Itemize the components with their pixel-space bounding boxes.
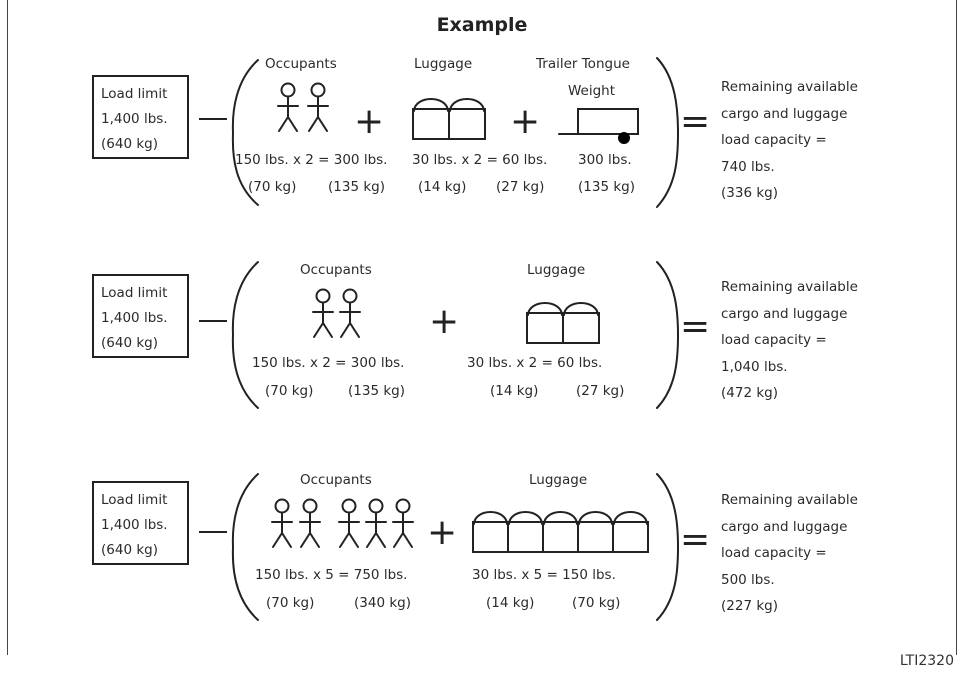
suitcase-icon	[542, 511, 579, 553]
result-value-lbs: 1,040 lbs.	[721, 358, 788, 375]
person-icon	[339, 288, 361, 338]
figure-id: LTI2320	[899, 653, 954, 669]
luggage-kg-each-2: (14 kg)	[490, 383, 539, 399]
result-line: Remaining available	[721, 279, 858, 295]
equals-sign-3: =	[680, 519, 711, 560]
right-paren-2	[656, 261, 680, 409]
occupants-header-3: Occupants	[300, 472, 372, 488]
luggage-header-1: Luggage	[414, 56, 473, 72]
diagram-title: Example	[436, 14, 528, 36]
result-line: cargo and luggage	[721, 105, 848, 122]
load-limit-kg: (640 kg)	[101, 136, 158, 152]
minus-sign-2	[199, 320, 227, 322]
occupants-calc-3: 150 lbs. x 5 = 750 lbs.	[255, 567, 408, 583]
luggage-kg-each-3: (14 kg)	[486, 595, 535, 611]
result-value-kg: (227 kg)	[721, 598, 778, 614]
occupants-header-2: Occupants	[300, 262, 372, 278]
person-icon	[299, 498, 321, 548]
minus-sign-3	[199, 531, 227, 533]
result-line: load capacity =	[721, 545, 827, 561]
luggage-calc-1: 30 lbs. x 2 = 60 lbs.	[412, 152, 548, 168]
suitcase-icon	[507, 511, 544, 553]
result-value-lbs: 740 lbs.	[721, 158, 775, 175]
load-limit-box-3: Load limit 1,400 lbs. (640 kg)	[92, 481, 189, 565]
load-limit-lbs: 1,400 lbs.	[101, 310, 168, 326]
result-value-kg: (336 kg)	[721, 185, 778, 201]
suitcase-icon	[412, 98, 450, 140]
occupants-kg-each-3: (70 kg)	[266, 595, 315, 611]
occupants-kg-each-2: (70 kg)	[265, 383, 314, 399]
person-icon	[307, 82, 329, 132]
luggage-kg-each-1: (14 kg)	[418, 179, 467, 195]
result-3: Remaining available cargo and luggage lo…	[721, 487, 858, 620]
person-icon	[392, 498, 414, 548]
person-icon	[271, 498, 293, 548]
trailer-header-1: Trailer Tongue	[536, 56, 630, 72]
suitcase-icon	[448, 98, 486, 140]
occupants-calc-1: 150 lbs. x 2 = 300 lbs.	[235, 152, 388, 168]
trailer-header-weight-1: Weight	[568, 83, 616, 99]
load-limit-kg: (640 kg)	[101, 542, 158, 558]
suitcase-icon	[562, 302, 600, 344]
occupants-kg-each-1: (70 kg)	[248, 179, 297, 195]
plus-sign-2: +	[429, 301, 460, 342]
left-paren-1	[231, 59, 259, 206]
luggage-kg-total-3: (70 kg)	[572, 595, 621, 611]
luggage-header-3: Luggage	[529, 472, 588, 488]
load-limit-lbs: 1,400 lbs.	[101, 517, 168, 533]
suitcase-icon	[577, 511, 614, 553]
result-line: load capacity =	[721, 132, 827, 148]
load-limit-lbs: 1,400 lbs.	[101, 111, 168, 127]
suitcase-icon	[472, 511, 509, 553]
diagram-frame	[7, 0, 957, 655]
suitcase-icon	[526, 302, 564, 344]
luggage-calc-2: 30 lbs. x 2 = 60 lbs.	[467, 355, 603, 371]
load-limit-box-2: Load limit 1,400 lbs. (640 kg)	[92, 274, 189, 358]
trailer-icon	[558, 108, 639, 144]
left-paren-3	[231, 473, 259, 621]
load-limit-label: Load limit	[101, 492, 168, 508]
minus-sign-1	[199, 118, 227, 120]
load-limit-box-1: Load limit 1,400 lbs. (640 kg)	[92, 75, 189, 159]
result-line: Remaining available	[721, 492, 858, 508]
person-icon	[277, 82, 299, 132]
plus-sign-3: +	[427, 512, 458, 553]
luggage-kg-total-2: (27 kg)	[576, 383, 625, 399]
result-line: load capacity =	[721, 332, 827, 348]
right-paren-1	[656, 57, 680, 208]
trailer-kg-total-1: (135 kg)	[578, 179, 635, 195]
occupants-calc-2: 150 lbs. x 2 = 300 lbs.	[252, 355, 405, 371]
right-paren-3	[656, 473, 680, 621]
occupants-kg-total-1: (135 kg)	[328, 179, 385, 195]
occupants-kg-total-2: (135 kg)	[348, 383, 405, 399]
person-icon	[338, 498, 360, 548]
luggage-calc-3: 30 lbs. x 5 = 150 lbs.	[472, 567, 616, 583]
load-limit-kg: (640 kg)	[101, 335, 158, 351]
left-paren-2	[231, 261, 259, 409]
result-value-kg: (472 kg)	[721, 385, 778, 401]
suitcase-icon	[612, 511, 649, 553]
person-icon	[365, 498, 387, 548]
plus-sign-1a: +	[354, 101, 385, 142]
result-1: Remaining available cargo and luggage lo…	[721, 74, 858, 207]
equals-sign-2: =	[680, 306, 711, 347]
plus-sign-1b: +	[510, 101, 541, 142]
trailer-calc-1: 300 lbs.	[578, 152, 632, 168]
load-limit-label: Load limit	[101, 86, 168, 102]
result-2: Remaining available cargo and luggage lo…	[721, 274, 858, 407]
luggage-header-2: Luggage	[527, 262, 586, 278]
luggage-kg-total-1: (27 kg)	[496, 179, 545, 195]
equals-sign-1: =	[680, 101, 711, 142]
result-line: cargo and luggage	[721, 305, 848, 322]
person-icon	[312, 288, 334, 338]
result-line: Remaining available	[721, 79, 858, 95]
occupants-kg-total-3: (340 kg)	[354, 595, 411, 611]
result-line: cargo and luggage	[721, 518, 848, 535]
result-value-lbs: 500 lbs.	[721, 571, 775, 588]
occupants-header-1: Occupants	[265, 56, 337, 72]
load-limit-label: Load limit	[101, 285, 168, 301]
